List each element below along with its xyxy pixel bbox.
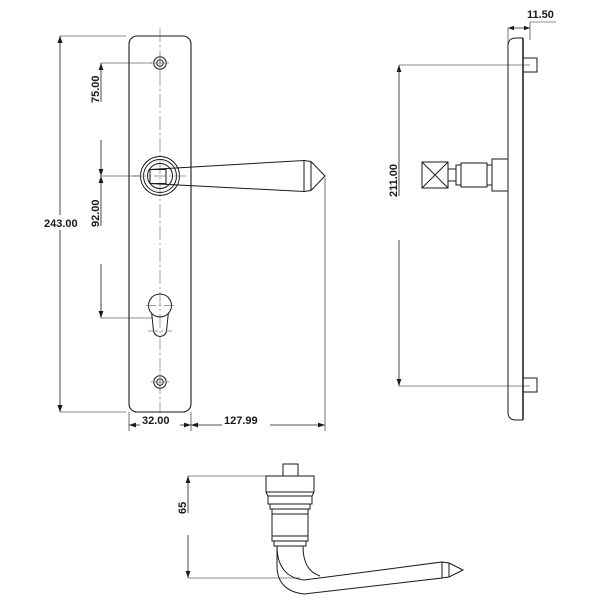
backplate-outline xyxy=(128,35,192,413)
spindle-rose xyxy=(134,156,186,196)
dimension-value-211: 211.00 xyxy=(388,164,400,197)
dimension-spindle-to-cylinder: 92.00 xyxy=(88,176,152,319)
dimension-lever-projection: 127.99 xyxy=(191,178,326,431)
dimension-value-32: 32.00 xyxy=(142,415,170,427)
dimension-value-1150: 11.50 xyxy=(527,9,554,21)
bottom-view-lever-arm xyxy=(276,545,465,595)
bottom-screw-hole xyxy=(151,373,169,391)
dimension-screw-centres: 211.00 xyxy=(386,64,530,387)
dimension-value-12799: 127.99 xyxy=(224,415,258,427)
side-spindle-assembly xyxy=(421,158,509,192)
dimension-value-65: 65 xyxy=(177,502,189,514)
side-plate-body xyxy=(507,37,524,421)
dimension-plate-width: 32.00 xyxy=(128,412,192,431)
side-bottom-screw-boss xyxy=(522,377,538,393)
dimension-lever-height: 65 xyxy=(175,475,300,579)
side-view: 11.50 211.00 xyxy=(386,9,556,421)
front-view: 243.00 75.00 92.00 xyxy=(42,28,326,431)
dimension-top-screw-to-spindle: 75.00 xyxy=(88,62,152,177)
bottom-view-rose-collar xyxy=(267,495,313,547)
dimension-value-92: 92.00 xyxy=(90,199,102,227)
dimension-value-75: 75.00 xyxy=(90,75,102,103)
top-screw-hole xyxy=(151,54,169,72)
lever-arm xyxy=(149,159,326,193)
bottom-view: 65 xyxy=(175,463,465,595)
dimension-value-243: 243.00 xyxy=(44,218,78,230)
dimension-plate-thickness: 11.50 xyxy=(507,9,556,44)
euro-cylinder-hole xyxy=(146,293,174,337)
dimension-plate-height: 243.00 xyxy=(42,35,126,413)
